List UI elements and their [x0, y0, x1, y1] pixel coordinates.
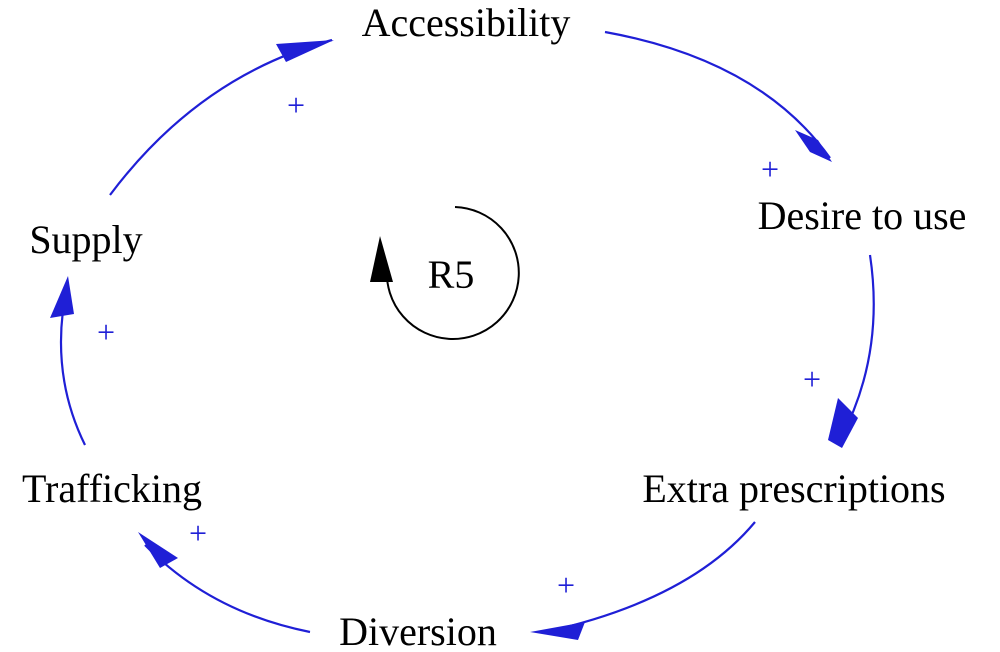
- node-diversion: Diversion: [339, 609, 497, 652]
- node-accessibility: Accessibility: [362, 0, 571, 45]
- arrowhead-supply-to-accessibility: [276, 40, 334, 62]
- arrowhead-desire-to-extra: [828, 398, 858, 448]
- polarity-desire-to-extra: +: [803, 361, 821, 397]
- arrowhead-extra-to-diversion: [530, 622, 585, 640]
- arrowhead-diversion-to-trafficking: [138, 532, 178, 568]
- loop-label: R5: [428, 252, 475, 297]
- polarity-diversion-to-trafficking: +: [189, 515, 207, 551]
- polarity-extra-to-diversion: +: [557, 567, 575, 603]
- link-accessibility-to-desire: [604, 30, 831, 159]
- polarity-trafficking-to-supply: +: [97, 314, 115, 350]
- counterclockwise-loop-icon: [370, 206, 520, 340]
- polarity-accessibility-to-desire: +: [761, 151, 779, 187]
- node-desire-to-use: Desire to use: [758, 193, 967, 238]
- node-trafficking: Trafficking: [22, 466, 202, 511]
- polarity-supply-to-accessibility: +: [287, 87, 305, 123]
- arrowhead-trafficking-to-supply: [50, 276, 74, 318]
- node-extra-prescriptions: Extra prescriptions: [642, 466, 945, 511]
- node-supply: Supply: [29, 217, 142, 262]
- link-extra-to-diversion: [544, 521, 756, 634]
- arrowhead-accessibility-to-desire: [795, 130, 832, 162]
